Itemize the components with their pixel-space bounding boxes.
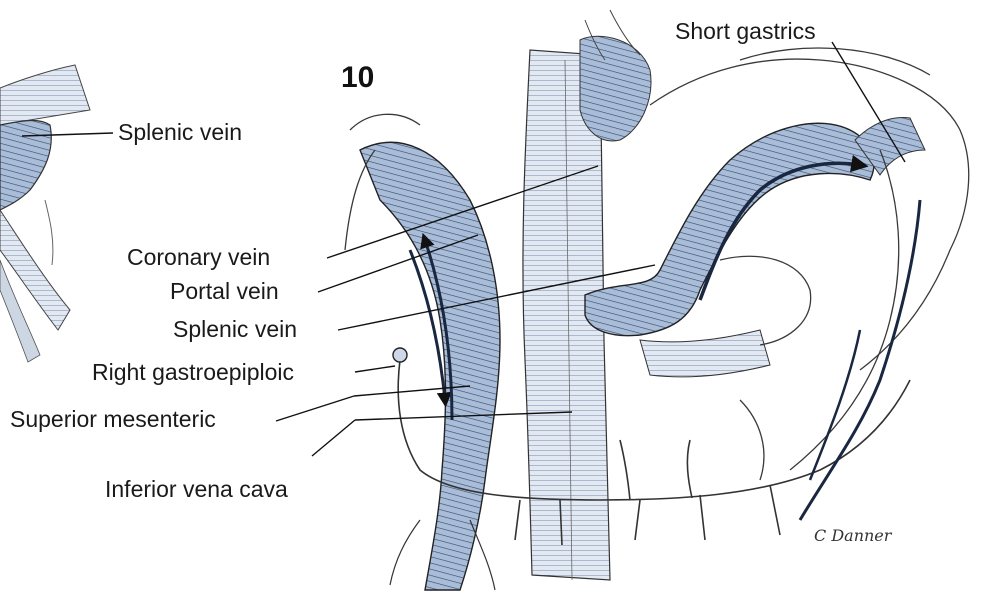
portal-vein-drawing — [360, 142, 500, 590]
label-inferior-vena-cava: Inferior vena cava — [105, 478, 288, 501]
label-portal-vein: Portal vein — [170, 280, 279, 303]
label-splenic-vein: Splenic vein — [173, 318, 297, 341]
label-superior-mesenteric: Superior mesenteric — [10, 408, 216, 431]
left-inset-drawing — [0, 65, 90, 362]
label-right-gastroepiploic: Right gastroepiploic — [92, 361, 294, 384]
splenic-vein-drawing — [585, 117, 925, 376]
right-gastroepiploic-drawing — [393, 348, 407, 362]
artist-signature: C Danner — [814, 526, 891, 545]
figure-number: 10 — [341, 61, 374, 95]
label-splenic-vein-inset: Splenic vein — [118, 121, 242, 144]
label-coronary-vein: Coronary vein — [127, 246, 270, 269]
label-short-gastrics: Short gastrics — [675, 20, 816, 43]
upper-vessel-cluster — [580, 10, 651, 141]
